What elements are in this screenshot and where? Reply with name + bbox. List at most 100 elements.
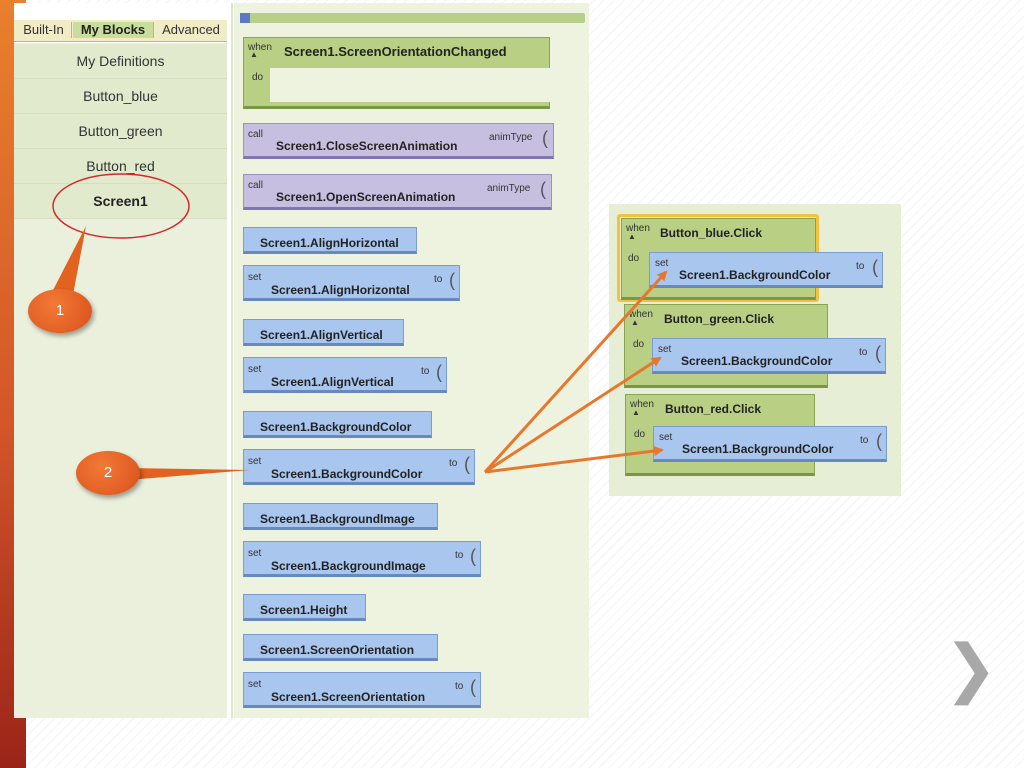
call-block-label: Screen1.OpenScreenAnimation xyxy=(276,190,456,204)
socket-icon[interactable]: ( xyxy=(470,677,476,697)
do-keyword: do xyxy=(628,253,640,264)
blocks-workspace[interactable]: when ▲ do Screen1.ScreenOrientationChang… xyxy=(234,3,589,718)
event-block-label: Button_green.Click xyxy=(664,312,775,326)
arrow-to-green-handler xyxy=(484,356,662,474)
set-keyword: set xyxy=(248,456,262,467)
set-keyword: set xyxy=(248,272,262,283)
when-keyword: when xyxy=(626,223,650,234)
getter-block-label: Screen1.AlignVertical xyxy=(260,328,383,342)
app-inventor-screenshot: Built-In My Blocks Advanced My Definitio… xyxy=(14,3,589,718)
getter-block-screen-orientation[interactable]: Screen1.ScreenOrientation xyxy=(243,634,438,661)
workspace-scrollbar[interactable] xyxy=(240,13,585,23)
tab-advanced[interactable]: Advanced xyxy=(162,22,220,37)
callout-2: 2 xyxy=(76,451,140,495)
anim-type-label: animType xyxy=(489,132,533,143)
setter-block-label: Screen1.BackgroundColor xyxy=(679,268,831,282)
socket-icon[interactable]: ( xyxy=(464,454,470,474)
socket-icon[interactable]: ( xyxy=(449,270,455,290)
when-keyword: when xyxy=(630,399,654,410)
setter-block-screen-orientation[interactable]: set Screen1.ScreenOrientation to ( xyxy=(243,672,481,708)
call-block-close-animation[interactable]: call Screen1.CloseScreenAnimation animTy… xyxy=(243,123,554,159)
getter-block-label: Screen1.BackgroundColor xyxy=(260,420,412,434)
block-drawer-list: My Definitions Button_blue Button_green … xyxy=(14,43,227,718)
getter-block-background-color[interactable]: Screen1.BackgroundColor xyxy=(243,411,432,438)
when-keyword: when xyxy=(248,42,272,53)
set-keyword: set xyxy=(655,258,669,269)
callout-1-pointer xyxy=(50,226,86,300)
setter-block-background-image[interactable]: set Screen1.BackgroundImage to ( xyxy=(243,541,481,577)
callout-2-pointer xyxy=(128,468,250,480)
event-block-label: Button_red.Click xyxy=(665,402,762,416)
anim-type-label: animType xyxy=(487,183,531,194)
to-keyword: to xyxy=(856,261,865,272)
to-keyword: to xyxy=(860,435,869,446)
socket-icon[interactable]: ( xyxy=(542,128,548,148)
do-keyword: do xyxy=(633,339,645,350)
call-block-open-animation[interactable]: call Screen1.OpenScreenAnimation animTyp… xyxy=(243,174,552,210)
chevron-right-icon[interactable]: ❯ xyxy=(944,632,998,704)
palette-tabs: Built-In My Blocks Advanced xyxy=(14,20,227,42)
collapse-triangle-icon[interactable]: ▲ xyxy=(628,232,636,241)
set-keyword: set xyxy=(248,548,262,559)
setter-block-label: Screen1.BackgroundColor xyxy=(682,442,834,456)
socket-icon[interactable]: ( xyxy=(540,179,546,199)
drawer-my-definitions[interactable]: My Definitions xyxy=(14,44,227,79)
to-keyword: to xyxy=(434,274,443,285)
call-keyword: call xyxy=(248,180,264,191)
getter-block-label: Screen1.AlignHorizontal xyxy=(260,236,399,250)
getter-block-label: Screen1.BackgroundImage xyxy=(260,512,415,526)
setter-block-align-vertical[interactable]: set Screen1.AlignVertical to ( xyxy=(243,357,447,393)
socket-icon[interactable]: ( xyxy=(875,343,881,363)
set-keyword: set xyxy=(248,364,262,375)
drawer-button-green[interactable]: Button_green xyxy=(14,114,227,149)
setter-block-red-background[interactable]: set Screen1.BackgroundColor to ( xyxy=(653,426,887,462)
drawer-button-blue[interactable]: Button_blue xyxy=(14,79,227,114)
setter-block-label: Screen1.BackgroundColor xyxy=(681,354,833,368)
socket-icon[interactable]: ( xyxy=(436,362,442,382)
tab-built-in[interactable]: Built-In xyxy=(16,22,72,38)
do-keyword: do xyxy=(634,429,646,440)
to-keyword: to xyxy=(455,550,464,561)
arrow-to-red-handler xyxy=(484,446,664,474)
getter-block-height[interactable]: Screen1.Height xyxy=(243,594,366,621)
call-keyword: call xyxy=(248,129,264,140)
setter-block-green-background[interactable]: set Screen1.BackgroundColor to ( xyxy=(652,338,886,374)
setter-block-background-color[interactable]: set Screen1.BackgroundColor to ( xyxy=(243,449,475,485)
socket-icon[interactable]: ( xyxy=(470,546,476,566)
tab-my-blocks[interactable]: My Blocks xyxy=(73,22,154,38)
drawer-button-red[interactable]: Button_red xyxy=(14,149,227,184)
event-block-label: Screen1.ScreenOrientationChanged xyxy=(284,44,507,59)
drawer-screen1[interactable]: Screen1 xyxy=(14,184,227,219)
callout-1: 1 xyxy=(28,289,92,333)
setter-block-label: Screen1.BackgroundImage xyxy=(271,559,426,573)
setter-block-label: Screen1.ScreenOrientation xyxy=(271,690,426,704)
to-keyword: to xyxy=(449,458,458,469)
setter-block-label: Screen1.BackgroundColor xyxy=(271,467,423,481)
event-block-orientation-changed[interactable]: when ▲ do Screen1.ScreenOrientationChang… xyxy=(243,37,550,109)
pane-divider[interactable] xyxy=(231,3,233,718)
call-block-label: Screen1.CloseScreenAnimation xyxy=(276,139,458,153)
collapse-triangle-icon[interactable]: ▲ xyxy=(632,408,640,417)
screen1-highlight-ellipse xyxy=(52,173,190,239)
to-keyword: to xyxy=(859,347,868,358)
to-keyword: to xyxy=(455,681,464,692)
getter-block-background-image[interactable]: Screen1.BackgroundImage xyxy=(243,503,438,530)
when-keyword: when xyxy=(629,309,653,320)
socket-icon[interactable]: ( xyxy=(872,257,878,277)
socket-icon[interactable]: ( xyxy=(876,431,882,451)
getter-block-label: Screen1.Height xyxy=(260,603,348,617)
setter-block-label: Screen1.AlignHorizontal xyxy=(271,283,410,297)
setter-block-align-horizontal[interactable]: set Screen1.AlignHorizontal to ( xyxy=(243,265,460,301)
collapse-triangle-icon[interactable]: ▲ xyxy=(250,50,258,59)
event-block-label: Button_blue.Click xyxy=(660,226,763,240)
do-slot[interactable] xyxy=(270,68,550,102)
getter-block-align-vertical[interactable]: Screen1.AlignVertical xyxy=(243,319,404,346)
getter-block-align-horizontal[interactable]: Screen1.AlignHorizontal xyxy=(243,227,417,254)
setter-block-blue-background[interactable]: set Screen1.BackgroundColor to ( xyxy=(649,252,883,288)
collapse-triangle-icon[interactable]: ▲ xyxy=(631,318,639,327)
scroll-thumb[interactable] xyxy=(240,13,250,23)
do-keyword: do xyxy=(252,72,264,83)
to-keyword: to xyxy=(421,366,430,377)
set-keyword: set xyxy=(659,432,673,443)
